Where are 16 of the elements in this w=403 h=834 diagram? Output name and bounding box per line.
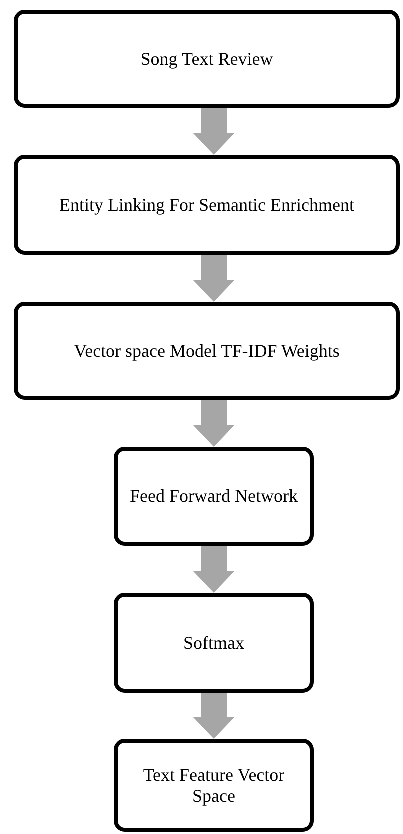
box-label: Entity Linking For Semantic Enrichment [60,194,354,216]
box-label: Text Feature Vector Space [142,764,286,806]
box-label: Feed Forward Network [130,486,298,507]
arrow [193,546,235,593]
box-label: Softmax [184,632,244,654]
process-box [14,302,400,400]
process-box [14,10,400,108]
process-box [114,739,314,832]
arrow [193,255,235,302]
box-label: Song Text Review [140,48,274,70]
arrow [193,108,235,155]
arrow [193,400,235,447]
box-label: Vector space Model TF-IDF Weights [74,340,340,362]
process-box [114,593,314,693]
process-box [114,447,314,546]
process-box [14,155,400,255]
